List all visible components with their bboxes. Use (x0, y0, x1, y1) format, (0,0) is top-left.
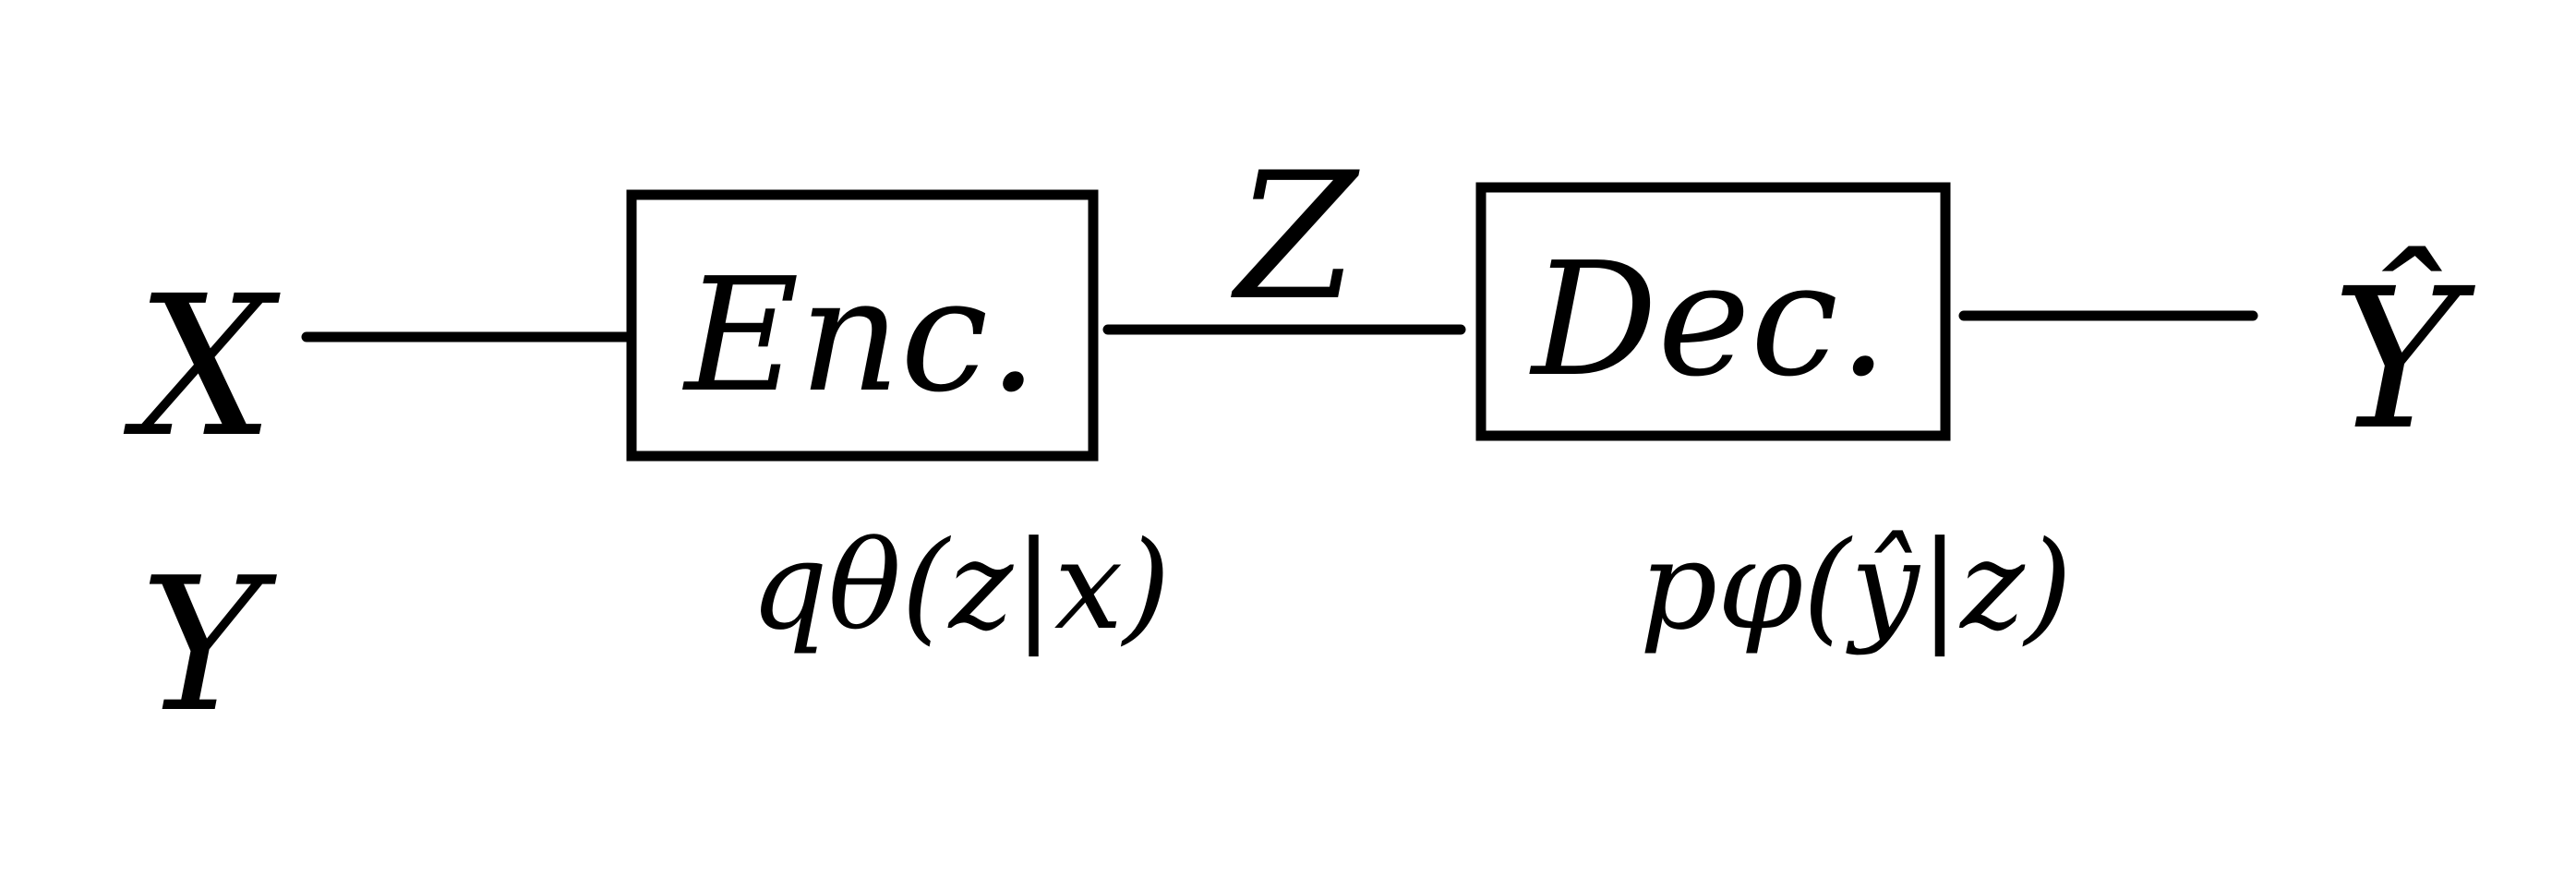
latent-z-label: Z (1231, 135, 1360, 339)
decoder-label: Dec. (1529, 229, 1888, 412)
decoder-box (1475, 182, 1951, 441)
encoder-box (626, 189, 1099, 462)
decoder-distribution: pφ(ŷ|z) (1640, 515, 2073, 657)
input-x-label: X (123, 254, 281, 480)
encoder-distribution: qθ(z|x) (750, 515, 1170, 657)
output-y-hat-label: Ŷ (2332, 246, 2476, 473)
encoder-label: Enc. (682, 245, 1039, 427)
input-y-label: Y (140, 538, 277, 753)
